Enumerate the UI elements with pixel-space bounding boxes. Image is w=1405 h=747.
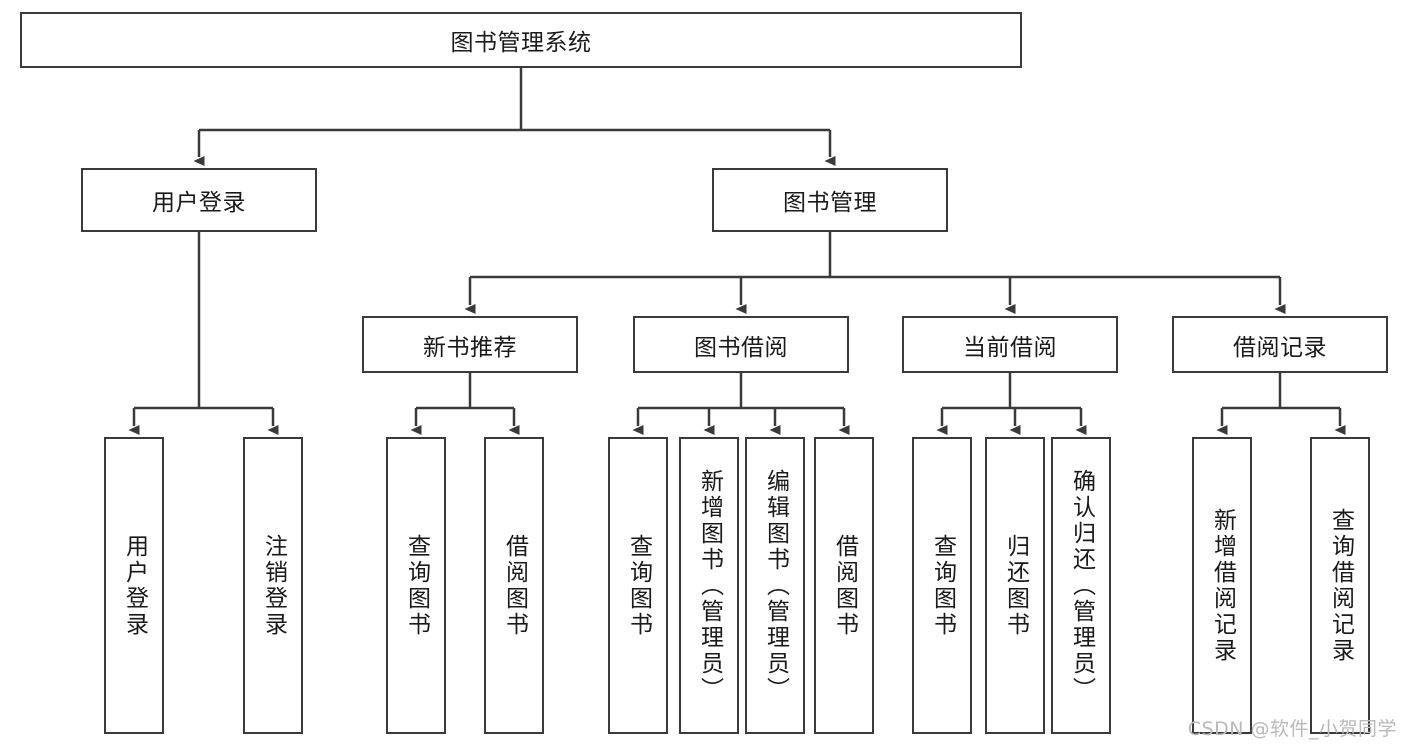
node-label: 归还图书	[1002, 533, 1029, 638]
node-label: 图书借阅	[694, 334, 788, 361]
node-leaf-user-login[interactable]: 用户登录	[104, 437, 164, 734]
node-label: 新增图书（管理员）	[696, 468, 723, 703]
node-leaf-logout[interactable]: 注销登录	[243, 437, 303, 734]
node-label: 确认归还（管理员）	[1068, 468, 1095, 703]
node-label: 查询图书	[929, 533, 956, 638]
node-level3-current-borrow[interactable]: 当前借阅	[902, 316, 1118, 373]
node-leaf-confirm-return-admin[interactable]: 确认归还（管理员）	[1051, 437, 1111, 734]
node-label: 新增借阅记录	[1209, 507, 1236, 664]
node-label: 查询图书	[625, 533, 652, 638]
node-label: 用户登录	[152, 190, 246, 216]
node-label: 查询图书	[403, 533, 430, 638]
node-label: 图书管理	[783, 190, 877, 216]
node-leaf-add-book-admin[interactable]: 新增图书（管理员）	[679, 437, 739, 734]
node-label: 当前借阅	[963, 334, 1057, 361]
node-level2-user-login[interactable]: 用户登录	[81, 168, 317, 232]
node-leaf-add-borrow-record[interactable]: 新增借阅记录	[1192, 437, 1252, 734]
node-label: 借阅图书	[501, 533, 528, 638]
node-label: 编辑图书（管理员）	[762, 468, 789, 703]
node-leaf-borrow-book[interactable]: 借阅图书	[814, 437, 874, 734]
node-label: 用户登录	[121, 533, 148, 638]
node-level3-borrow-record[interactable]: 借阅记录	[1172, 316, 1388, 373]
node-label: 借阅图书	[831, 533, 858, 638]
node-leaf-query-book-current[interactable]: 查询图书	[912, 437, 972, 734]
node-leaf-query-book-recommend[interactable]: 查询图书	[386, 437, 446, 734]
node-leaf-edit-book-admin[interactable]: 编辑图书（管理员）	[745, 437, 805, 734]
node-label: 新书推荐	[423, 334, 517, 361]
node-leaf-query-book-borrow[interactable]: 查询图书	[608, 437, 668, 734]
node-leaf-borrow-book-recommend[interactable]: 借阅图书	[484, 437, 544, 734]
node-level2-book-management[interactable]: 图书管理	[712, 168, 948, 232]
node-label: 借阅记录	[1233, 334, 1327, 361]
node-leaf-return-book[interactable]: 归还图书	[985, 437, 1045, 734]
node-root-label: 图书管理系统	[450, 30, 592, 56]
node-level3-book-borrow[interactable]: 图书借阅	[633, 316, 849, 373]
node-level3-new-book-recommend[interactable]: 新书推荐	[362, 316, 578, 373]
node-leaf-query-borrow-record[interactable]: 查询借阅记录	[1310, 437, 1370, 734]
node-root[interactable]: 图书管理系统	[20, 12, 1022, 68]
node-label: 注销登录	[260, 533, 287, 638]
node-label: 查询借阅记录	[1327, 507, 1354, 664]
